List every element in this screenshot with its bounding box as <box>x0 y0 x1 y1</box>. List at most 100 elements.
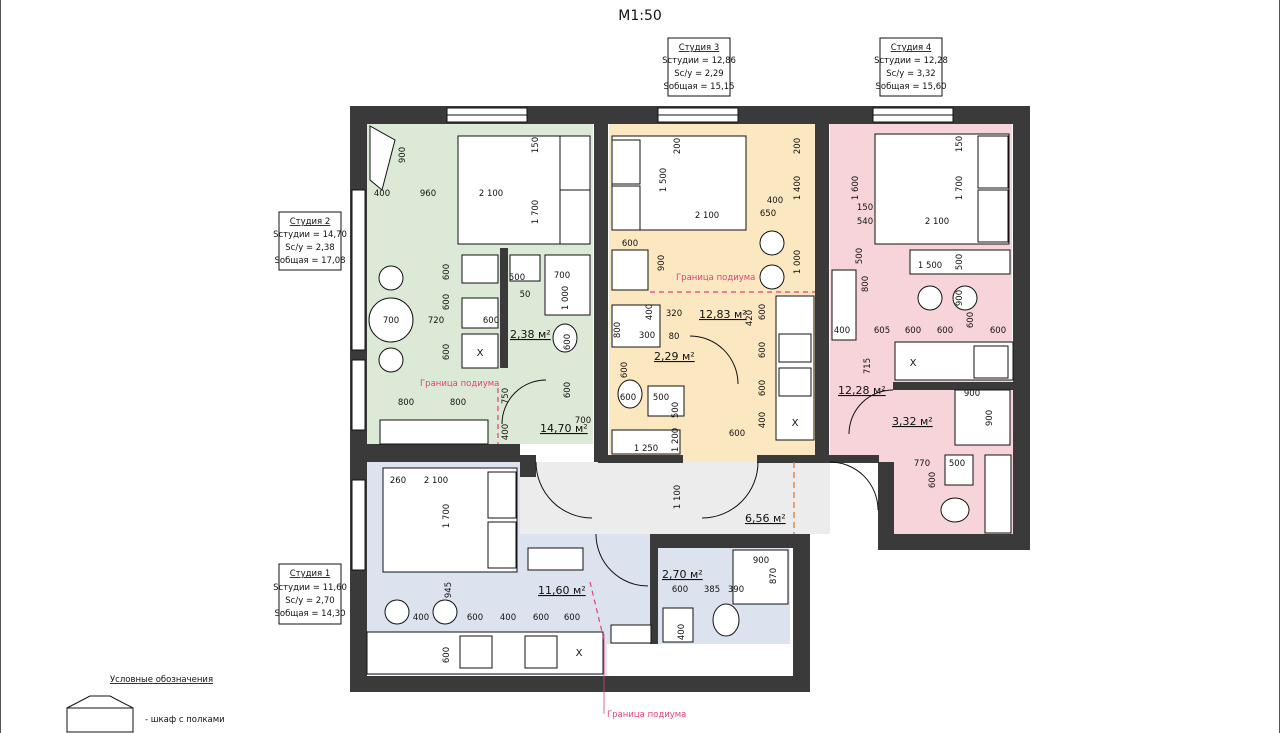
dimension-label: 1 100 <box>673 485 683 509</box>
dimension-label: 900 <box>657 255 667 271</box>
dimension-label: 400 <box>758 412 768 428</box>
dimension-label: 500 <box>509 273 525 283</box>
svg-text:Sобщая = 14,30: Sобщая = 14,30 <box>274 609 345 619</box>
dimension-label: 400 <box>413 613 429 623</box>
svg-text:Sс/у = 3,32: Sс/у = 3,32 <box>886 69 935 79</box>
svg-text:Студия 4: Студия 4 <box>891 43 932 53</box>
dimension-label: 1 700 <box>531 200 541 224</box>
dimension-label: 720 <box>428 316 444 326</box>
dimension-label: 400 <box>374 189 390 199</box>
dimension-label: 945 <box>444 582 454 598</box>
dimension-label: 420 <box>745 310 755 326</box>
svg-text:Sс/у = 2,29: Sс/у = 2,29 <box>674 69 723 79</box>
dimension-label: 540 <box>857 217 873 227</box>
dimension-label: 650 <box>760 209 776 219</box>
dimension-label: 150 <box>857 203 873 213</box>
dimension-label: 50 <box>520 290 531 300</box>
studio-1-bath-area: 2,70 м² <box>662 568 703 581</box>
dimension-label: 2 100 <box>479 189 503 199</box>
shelf-cabinet-symbol <box>66 707 134 733</box>
svg-text:Sобщая = 15,60: Sобщая = 15,60 <box>875 82 946 92</box>
studio-2-info: Студия 2 Sстудии = 14,70 Sс/у = 2,38 Sоб… <box>273 211 347 271</box>
legend: Условные обозначения - шкаф с полками <box>66 675 225 733</box>
dimension-label: 1 700 <box>955 176 965 200</box>
dimension-label: 605 <box>874 326 890 336</box>
dimension-label: 200 <box>673 138 683 154</box>
dimension-label: 200 <box>793 138 803 154</box>
dimension-label: 385 <box>704 585 720 595</box>
dimension-label: 2 100 <box>925 217 949 227</box>
studio-4-room-area: 12,28 м² <box>838 384 886 397</box>
dimension-label: 400 <box>767 196 783 206</box>
dimension-label: 600 <box>442 294 452 310</box>
dimension-label: 900 <box>964 389 980 399</box>
dimension-label: 400 <box>501 424 511 440</box>
svg-text:X: X <box>910 358 917 369</box>
studio-2-room-area: 14,70 м² <box>540 422 588 435</box>
dimension-label: 150 <box>955 136 965 152</box>
studio-2-bath-area: 2,38 м² <box>510 328 551 341</box>
podium-borders <box>497 291 815 641</box>
studio-1-furniture: X <box>366 467 789 675</box>
svg-text:Sстудии = 11,60: Sстудии = 11,60 <box>273 583 347 593</box>
dimension-label: 600 <box>672 585 688 595</box>
dimension-label: 600 <box>729 429 745 439</box>
podium-label-studio-1: Граница подиума <box>607 710 686 720</box>
dimension-label: 700 <box>554 271 570 281</box>
svg-text:Sс/у = 2,70: Sс/у = 2,70 <box>285 596 334 606</box>
dimension-label: 600 <box>758 342 768 358</box>
svg-text:Sстудии = 12,86: Sстудии = 12,86 <box>662 56 736 66</box>
dimension-label: 600 <box>758 380 768 396</box>
studio-1-room-area: 11,60 м² <box>538 584 586 597</box>
studio-3-info: Студия 3 Sстудии = 12,86 Sс/у = 2,29 Sоб… <box>662 37 736 97</box>
dimension-label: 320 <box>666 309 682 319</box>
corridor-area: 6,56 м² <box>745 512 786 525</box>
dimension-label: 770 <box>914 459 930 469</box>
studio-2-furniture: X <box>368 125 591 445</box>
podium-label-studio-3: Граница подиума <box>676 273 755 283</box>
svg-text:Sобщая = 17,08: Sобщая = 17,08 <box>274 256 345 266</box>
dimension-label: 300 <box>639 331 655 341</box>
dimension-label: 2 100 <box>695 211 719 221</box>
studio-3-room-area: 12,83 м² <box>699 308 747 321</box>
svg-text:Sс/у = 2,38: Sс/у = 2,38 <box>285 243 334 253</box>
dimension-label: 900 <box>955 290 965 306</box>
dimension-label: 500 <box>671 402 681 418</box>
dimension-label: 600 <box>442 264 452 280</box>
studio-1-info: Студия 1 Sстудии = 11,60 Sс/у = 2,70 Sоб… <box>273 563 347 625</box>
svg-text:Студия 1: Студия 1 <box>290 569 331 579</box>
doors <box>501 335 894 587</box>
dimension-label: 800 <box>861 276 871 292</box>
dimension-label: 600 <box>966 312 976 328</box>
dimension-label: 1 700 <box>442 504 452 528</box>
svg-text:Sобщая = 15,15: Sобщая = 15,15 <box>663 82 734 92</box>
dimension-label: 400 <box>645 304 655 320</box>
dimension-label: 1 500 <box>918 261 942 271</box>
dimension-label: 80 <box>669 332 680 342</box>
dimension-label: 600 <box>758 304 768 320</box>
studio-4-bath-area: 3,32 м² <box>892 415 933 428</box>
dimension-label: 600 <box>928 472 938 488</box>
dimension-label: 600 <box>467 613 483 623</box>
dimension-label: 700 <box>383 316 399 326</box>
dimension-label: 800 <box>398 398 414 408</box>
dimension-label: 800 <box>450 398 466 408</box>
dimension-label: 1 400 <box>793 176 803 200</box>
dimension-label: 400 <box>834 326 850 336</box>
dimension-label: 870 <box>769 568 779 584</box>
dimension-label: 390 <box>728 585 744 595</box>
dimension-label: 960 <box>420 189 436 199</box>
dimension-label: 1 500 <box>659 168 669 192</box>
studio-4-info: Студия 4 Sстудии = 12,28 Sс/у = 3,32 Sоб… <box>874 37 948 97</box>
dimension-label: 1 250 <box>634 444 658 454</box>
dimension-label: 400 <box>500 613 516 623</box>
dimension-label: 500 <box>653 393 669 403</box>
dimension-label: 600 <box>990 326 1006 336</box>
dimension-label: 1 000 <box>561 286 571 310</box>
dimension-label: 600 <box>563 382 573 398</box>
dimension-label: 600 <box>620 362 630 378</box>
dimension-label: 400 <box>677 624 687 640</box>
dimension-label: 600 <box>620 393 636 403</box>
